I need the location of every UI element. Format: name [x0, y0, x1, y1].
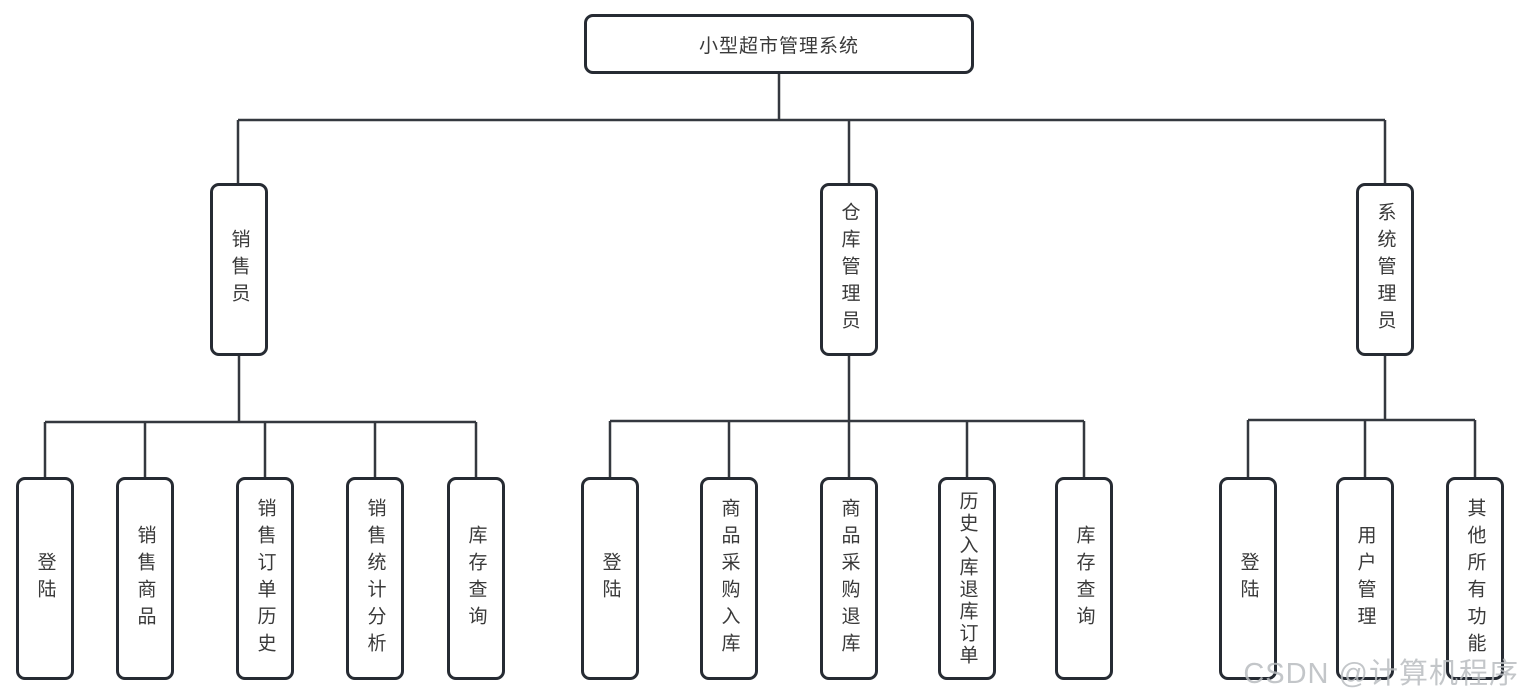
node-system-admin-label: 系统管理员 — [1374, 202, 1396, 337]
connector-system-children — [1246, 356, 1477, 477]
node-all-other-functions-label: 其他所有功能 — [1464, 497, 1486, 660]
node-sales-statistics: 销售统计分析 — [346, 477, 404, 680]
node-warehouse-manager-label: 仓库管理员 — [838, 202, 860, 337]
node-root-system: 小型超市管理系统 — [584, 14, 974, 74]
node-user-management: 用户管理 — [1336, 477, 1394, 680]
node-salesperson-label: 销售员 — [228, 229, 250, 310]
node-root-label: 小型超市管理系统 — [698, 35, 859, 57]
node-warehouse-inventory-query: 库存查询 — [1055, 477, 1113, 680]
node-warehouse-login-label: 登陆 — [599, 551, 621, 606]
node-sales-statistics-label: 销售统计分析 — [364, 497, 386, 660]
node-salesperson: 销售员 — [210, 183, 268, 356]
node-purchase-return: 商品采购退库 — [820, 477, 878, 680]
node-purchase-inbound: 商品采购入库 — [700, 477, 758, 680]
connector-sales-children — [43, 356, 478, 477]
node-sales-login: 登陆 — [16, 477, 74, 680]
node-warehouse-login: 登陆 — [581, 477, 639, 680]
node-history-inbound-return-orders-label: 历史入库退库订单 — [956, 490, 978, 667]
node-warehouse-manager: 仓库管理员 — [820, 183, 878, 356]
node-sales-order-history-label: 销售订单历史 — [254, 497, 276, 660]
node-all-other-functions: 其他所有功能 — [1446, 477, 1504, 680]
node-admin-login-label: 登陆 — [1237, 551, 1259, 606]
node-sales-order-history: 销售订单历史 — [236, 477, 294, 680]
node-purchase-return-label: 商品采购退库 — [838, 497, 860, 660]
node-admin-login: 登陆 — [1219, 477, 1277, 680]
node-purchase-inbound-label: 商品采购入库 — [718, 497, 740, 660]
node-warehouse-inventory-query-label: 库存查询 — [1073, 524, 1095, 633]
connector-warehouse-children — [608, 356, 1086, 477]
node-system-admin: 系统管理员 — [1356, 183, 1414, 356]
node-sales-inventory-query-label: 库存查询 — [465, 524, 487, 633]
node-user-management-label: 用户管理 — [1354, 524, 1376, 633]
node-sales-login-label: 登陆 — [34, 551, 56, 606]
connector-root-to-branches — [236, 74, 1387, 183]
node-sell-goods: 销售商品 — [116, 477, 174, 680]
node-sales-inventory-query: 库存查询 — [447, 477, 505, 680]
csdn-watermark: CSDN @计算机程序 — [1243, 658, 1519, 690]
node-sell-goods-label: 销售商品 — [134, 524, 156, 633]
node-history-inbound-return-orders: 历史入库退库订单 — [938, 477, 996, 680]
